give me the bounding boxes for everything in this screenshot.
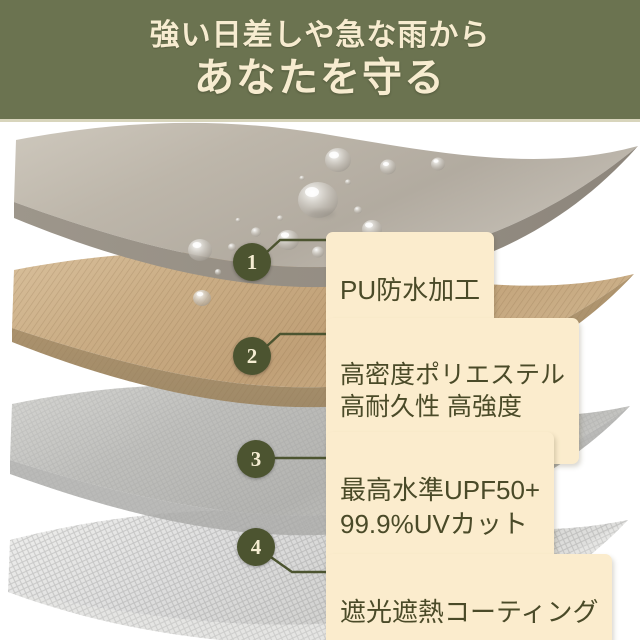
header-banner: 強い日差しや急な雨から あなたを守る [0, 0, 640, 122]
layer-badge-3[interactable]: 3 [237, 440, 275, 478]
water-droplets [188, 148, 445, 306]
header-title-line-2: あなたを守る [194, 56, 446, 100]
layer-badge-1[interactable]: 1 [233, 243, 271, 281]
layer-label-4-text: 遮光遮熱コーティング [340, 597, 599, 628]
layer-badge-2[interactable]: 2 [233, 337, 271, 375]
layer-label-1-text: PU防水加工 [340, 275, 481, 306]
layer-label-2-text: 高密度ポリエステル 高耐久性 高強度 [340, 361, 566, 421]
layer-label-3-text: 最高水準UPF50+ 99.9%UVカット [340, 475, 541, 539]
layer-label-4[interactable]: 遮光遮熱コーティング [326, 554, 613, 640]
header-title-line-1: 強い日差しや急な雨から [149, 19, 491, 52]
layer-badge-4[interactable]: 4 [237, 528, 275, 566]
